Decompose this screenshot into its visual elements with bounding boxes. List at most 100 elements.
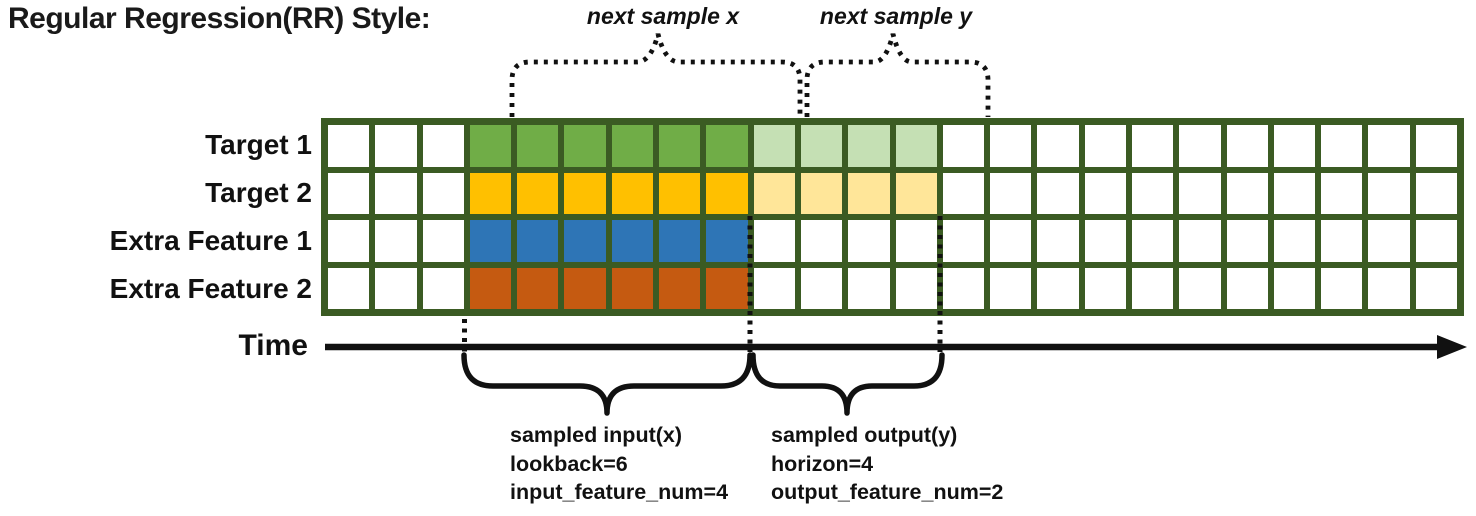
grid-cell — [659, 220, 701, 262]
grid-cell — [422, 267, 464, 309]
grid-cell — [1273, 220, 1316, 262]
grid-cell — [1179, 220, 1221, 262]
grid-cell — [990, 220, 1032, 262]
grid-cell — [611, 172, 654, 214]
sampled-input-title: sampled input(x) — [510, 423, 683, 447]
grid-cell — [1415, 267, 1457, 309]
grid-cell — [848, 172, 890, 214]
grid-cell — [517, 125, 559, 167]
grid-cell — [1321, 125, 1363, 167]
grid-cell — [564, 125, 606, 167]
grid-cell — [469, 220, 512, 262]
grid-cell — [848, 267, 890, 309]
sampled-output-title: sampled output(y) — [771, 423, 958, 447]
grid-cell — [422, 125, 464, 167]
grid-cell — [942, 172, 985, 214]
grid-cell — [564, 220, 606, 262]
grid-cell — [659, 125, 701, 167]
grid-cell — [753, 172, 795, 214]
lookback-value: lookback=6 — [510, 451, 628, 476]
sampled-input-brace — [461, 352, 753, 416]
grid-cell — [753, 220, 795, 262]
grid-cell — [753, 267, 795, 309]
sampled-input-annotation: sampled input(x) lookback=6 input_featur… — [510, 421, 728, 507]
row-label-extra-feature-2: Extra Feature 2 — [109, 273, 312, 304]
grid-cell — [1415, 172, 1457, 214]
sampled-output-brace — [750, 352, 945, 416]
grid-cell — [1273, 125, 1316, 167]
grid-cell — [1084, 220, 1126, 262]
diagram-title: Regular Regression(RR) Style: — [8, 2, 431, 35]
output-feature-num-value: output_feature_num=2 — [771, 480, 1004, 504]
next-sample-y-label: next sample y — [819, 3, 973, 29]
grid-cell — [706, 125, 748, 167]
horizon-value: horizon=4 — [771, 451, 874, 476]
next-sample-x-label: next sample x — [586, 3, 740, 29]
grid-cell — [848, 220, 890, 262]
grid-cell — [1368, 220, 1410, 262]
grid-cell — [659, 267, 701, 309]
grid-cell — [1226, 172, 1268, 214]
next-sample-x-brace — [509, 33, 803, 117]
grid-cell — [422, 172, 464, 214]
input-feature-num-value: input_feature_num=4 — [510, 480, 729, 504]
grid-cell — [1179, 172, 1221, 214]
grid-cell — [328, 267, 370, 309]
grid-cell — [328, 125, 370, 167]
grid-cell — [469, 172, 512, 214]
grid-cell — [1037, 267, 1079, 309]
grid-cell — [706, 220, 748, 262]
grid-cell — [375, 125, 417, 167]
row-label-target-2: Target 2 — [205, 177, 312, 208]
grid-cell — [1368, 172, 1410, 214]
grid-cell — [1273, 267, 1316, 309]
grid-cell — [1226, 220, 1268, 262]
grid-cell — [1131, 220, 1174, 262]
grid-cell — [1321, 220, 1363, 262]
time-axis-arrowhead-icon — [1437, 335, 1467, 359]
grid-cell — [895, 172, 937, 214]
grid-cell — [1368, 125, 1410, 167]
grid-cell — [990, 125, 1032, 167]
grid-cell — [1131, 172, 1174, 214]
grid-cell — [517, 220, 559, 262]
grid-cell — [1321, 172, 1363, 214]
row-label-extra-feature-1: Extra Feature 1 — [109, 225, 312, 256]
grid-cell — [1131, 125, 1174, 167]
grid-cell — [1368, 267, 1410, 309]
grid-cell — [611, 267, 654, 309]
grid-cell — [800, 267, 843, 309]
time-axis-label: Time — [238, 329, 308, 362]
grid-cell — [753, 125, 795, 167]
row-label-target-1: Target 1 — [205, 129, 312, 160]
grid-cell — [1037, 172, 1079, 214]
grid-cell — [1179, 267, 1221, 309]
grid-cell — [990, 172, 1032, 214]
grid-cell — [659, 172, 701, 214]
grid-cell — [1037, 125, 1079, 167]
grid-cell — [848, 125, 890, 167]
time-grid — [321, 118, 1464, 316]
next-sample-y-brace — [804, 33, 991, 117]
grid-cell — [706, 172, 748, 214]
grid-cell — [895, 125, 937, 167]
grid-cell — [611, 125, 654, 167]
grid-cell — [469, 125, 512, 167]
grid-cell — [990, 267, 1032, 309]
grid-cell — [1226, 125, 1268, 167]
grid-cell — [517, 267, 559, 309]
grid-cell — [1037, 220, 1079, 262]
grid-cell — [469, 267, 512, 309]
grid-cell — [942, 267, 985, 309]
grid-cell — [942, 220, 985, 262]
grid-cell — [800, 125, 843, 167]
grid-cell — [942, 125, 985, 167]
grid-cell — [1321, 267, 1363, 309]
grid-cell — [564, 172, 606, 214]
grid-cell — [1084, 125, 1126, 167]
grid-cell — [1273, 172, 1316, 214]
grid-cell — [375, 267, 417, 309]
grid-cell — [895, 267, 937, 309]
grid-cell — [517, 172, 559, 214]
